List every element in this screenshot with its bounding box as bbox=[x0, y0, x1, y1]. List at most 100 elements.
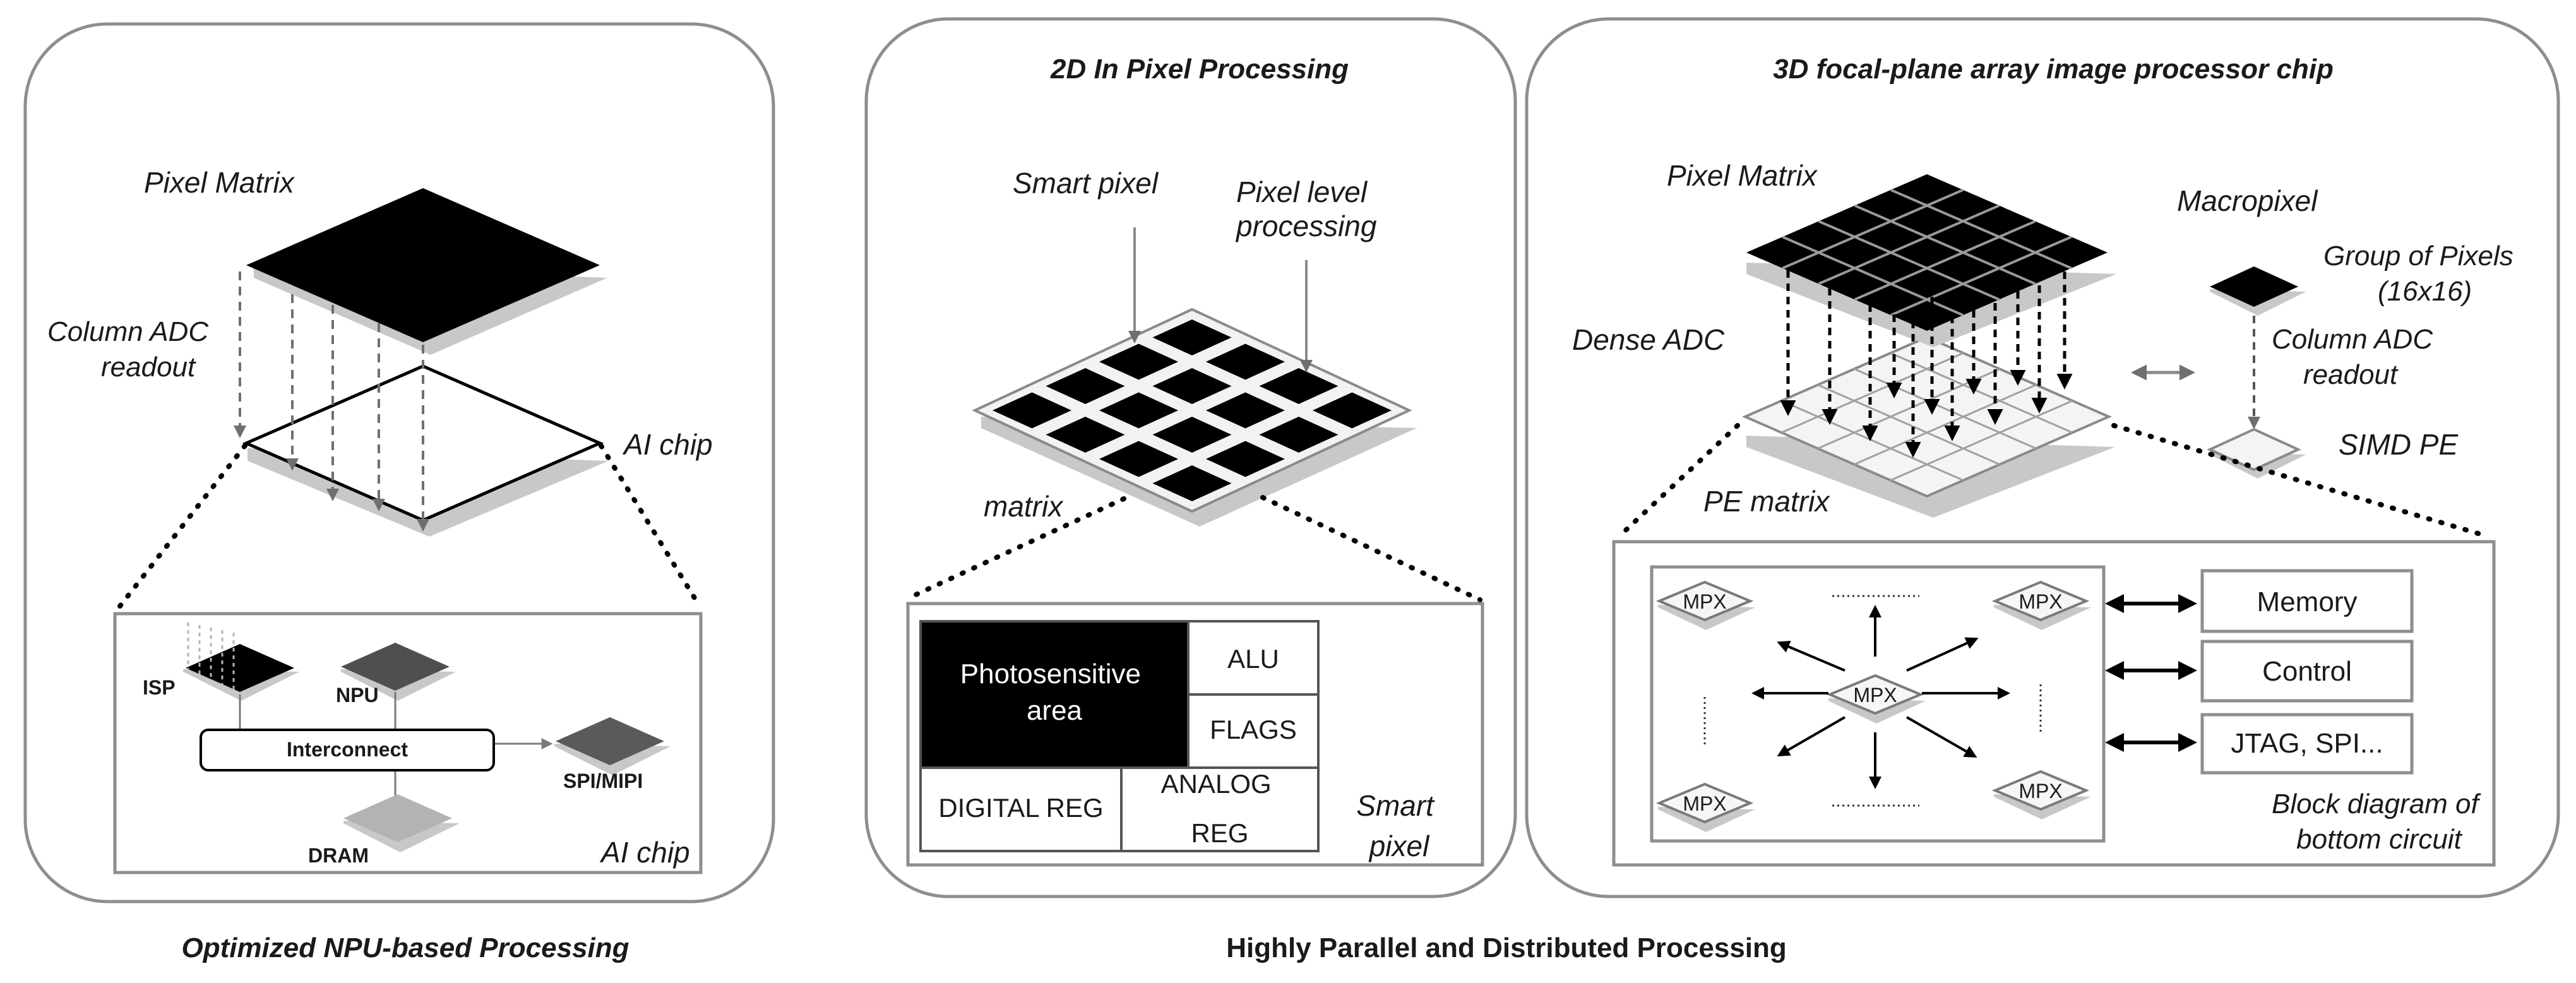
smart-pixel-cell bbox=[1312, 392, 1392, 429]
mpx-label: MPX bbox=[1683, 590, 1726, 613]
pe-matrix-label: PE matrix bbox=[1703, 485, 1830, 518]
pe-matrix-plate bbox=[1742, 335, 2112, 498]
mpx-label: MPX bbox=[2018, 590, 2062, 613]
smart-pixel-cell bbox=[1046, 417, 1125, 453]
spi-mipi-label: SPI/MIPI bbox=[563, 770, 643, 792]
smart-pixel-cell bbox=[1099, 441, 1179, 477]
pixel-matrix-label: Pixel Matrix bbox=[144, 166, 295, 199]
control-block bbox=[2200, 640, 2414, 703]
smart-pixel-box-label: Smart pixel bbox=[1356, 789, 1441, 862]
smart-pixel-cell bbox=[1152, 465, 1232, 501]
analog-reg-block bbox=[1120, 766, 1320, 852]
memory-label: Memory bbox=[2257, 587, 2358, 617]
mpx-label: MPX bbox=[1683, 792, 1726, 815]
fpa-column-adc-label: Column ADC readout bbox=[2272, 324, 2440, 390]
npu-label: NPU bbox=[336, 684, 379, 706]
isp-readout-lines bbox=[187, 623, 235, 689]
grid-line bbox=[1817, 384, 2000, 465]
pixel-grid-cells bbox=[992, 319, 1392, 501]
mpx-node bbox=[1991, 770, 2090, 811]
interconnect-bar bbox=[200, 729, 495, 772]
isp-block bbox=[186, 644, 294, 692]
smart-pixel-cell bbox=[1099, 343, 1179, 380]
panel-in-pixel: 2D In Pixel Processing Smart pixel Pixel… bbox=[864, 17, 1517, 898]
panel-npu-frame bbox=[23, 22, 775, 903]
smart-pixel-cell bbox=[1152, 319, 1232, 355]
dram-label: DRAM bbox=[308, 844, 369, 867]
simd-pe-label: SIMD PE bbox=[2339, 428, 2459, 461]
column-readout-arrows bbox=[234, 271, 429, 532]
fpa-pixel-matrix-grid bbox=[1782, 188, 2072, 317]
smart-pixel-cell bbox=[1205, 441, 1285, 477]
module-links bbox=[2105, 594, 2197, 752]
jtag-spi-block bbox=[2200, 713, 2414, 775]
grid-line bbox=[1890, 188, 2072, 270]
isp-label: ISP bbox=[143, 676, 176, 699]
panel-fpa-frame bbox=[1525, 17, 2560, 898]
block-diagram-label: Block diagram of bottom circuit bbox=[2272, 789, 2486, 855]
smart-pixel-cell bbox=[1205, 392, 1285, 429]
grid-line bbox=[1854, 204, 2036, 285]
ai-chip-label: AI chip bbox=[622, 428, 713, 461]
matrix-label: matrix bbox=[984, 490, 1064, 523]
photosensitive-label: Photosensitive area bbox=[960, 658, 1148, 726]
mpx-label: MPX bbox=[2018, 780, 2062, 802]
smart-pixel-cell bbox=[1152, 417, 1232, 453]
group-of-pixels-label: Group of Pixels (16x16) bbox=[2323, 241, 2521, 307]
spi-mipi-block bbox=[556, 717, 664, 765]
mpx-node bbox=[1655, 782, 1754, 824]
smart-pixel-cell bbox=[992, 392, 1072, 429]
npu-block bbox=[341, 643, 450, 691]
smart-pixel-layout bbox=[919, 620, 1320, 852]
jtag-spi-label: JTAG, SPI... bbox=[2231, 728, 2383, 759]
interconnect-label: Interconnect bbox=[287, 738, 408, 761]
mpx-nodes: MPX MPX MPX MPX MPX bbox=[1655, 580, 2091, 832]
memory-block bbox=[2200, 569, 2414, 633]
mpx-radial-arrows bbox=[1751, 605, 2010, 789]
smart-pixel-cell bbox=[1046, 368, 1125, 404]
simd-pe-block bbox=[2207, 427, 2301, 472]
ai-chip-box-label: AI chip bbox=[599, 836, 690, 869]
grid-line bbox=[1854, 220, 2036, 301]
fpa-pixel-matrix-plate bbox=[1746, 174, 2108, 331]
zoom-lines-in-pixel bbox=[910, 495, 1482, 602]
alu-block bbox=[1187, 620, 1320, 696]
caption-right: Highly Parallel and Distributed Processi… bbox=[1226, 932, 1787, 963]
pixel-level-label: Pixel level processing bbox=[1235, 176, 1377, 242]
in-pixel-title: 2D In Pixel Processing bbox=[1050, 54, 1349, 85]
panel-in-pixel-frame bbox=[864, 17, 1517, 898]
grid-line bbox=[1854, 368, 2037, 450]
control-label: Control bbox=[2262, 656, 2352, 687]
dram-block bbox=[343, 794, 452, 842]
fpa-title: 3D focal-plane array image processor chi… bbox=[1773, 54, 2334, 85]
macropixel-block bbox=[2210, 266, 2298, 307]
pixel-matrix-plate bbox=[246, 188, 600, 342]
smart-pixel-cell bbox=[1099, 392, 1179, 429]
smart-pixel-label: Smart pixel bbox=[1013, 167, 1159, 200]
grid-line bbox=[1890, 400, 2073, 482]
dense-adc-label: Dense ADC bbox=[1572, 323, 1725, 356]
flags-block bbox=[1187, 693, 1320, 769]
caption-left: Optimized NPU-based Processing bbox=[181, 932, 629, 963]
mpx-label: MPX bbox=[1853, 684, 1897, 706]
smart-pixel-cell bbox=[1259, 417, 1339, 453]
mpx-node bbox=[1655, 580, 1754, 622]
panel-fpa: 3D focal-plane array image processor chi… bbox=[1525, 17, 2560, 898]
mpx-node bbox=[1826, 674, 1924, 715]
grid-line bbox=[1818, 204, 2000, 285]
in-pixel-pointer-arrows bbox=[1128, 227, 1313, 372]
fpa-pixel-matrix-label: Pixel Matrix bbox=[1667, 159, 1818, 192]
smart-pixel-cell bbox=[1259, 368, 1339, 404]
flags-label: FLAGS bbox=[1210, 715, 1297, 744]
panel-npu: Pixel Matrix Column ADC readout AI chip bbox=[23, 22, 775, 903]
mpx-ellipsis-marks bbox=[1703, 595, 2042, 807]
mpx-node bbox=[1991, 580, 2090, 622]
photosensitive-area-block bbox=[919, 620, 1190, 769]
digital-reg-label: DIGITAL REG bbox=[938, 793, 1103, 823]
grid-line bbox=[1854, 384, 2037, 465]
grid-line bbox=[1782, 188, 1964, 270]
smart-pixel-cell bbox=[1205, 343, 1285, 380]
zoom-lines-npu bbox=[117, 443, 702, 609]
smart-pixel-cell bbox=[1152, 368, 1232, 404]
